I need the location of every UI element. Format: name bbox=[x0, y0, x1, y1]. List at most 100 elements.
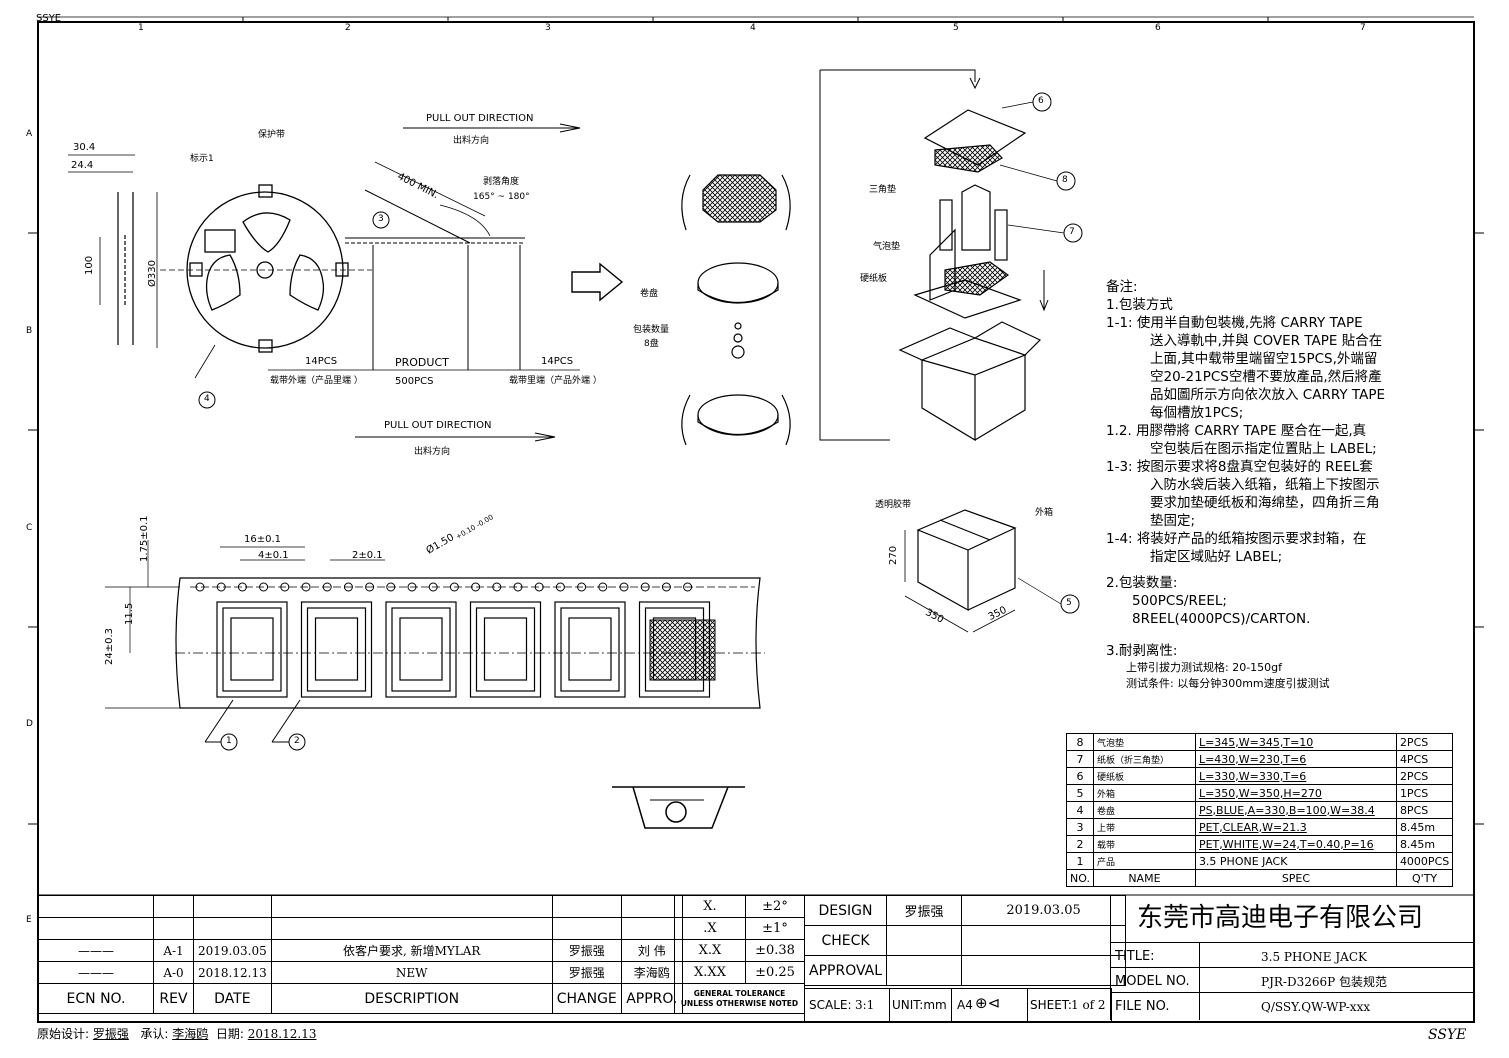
outer-frame bbox=[37, 21, 1475, 1023]
sprocket-hole bbox=[661, 582, 671, 592]
bom-no-cell: 3 bbox=[1066, 818, 1094, 836]
bom-spec-cell: PET,WHITE,W=24,T=0.40,P=16 bbox=[1194, 835, 1397, 853]
rev-header: REV bbox=[153, 983, 194, 1014]
sprocket-hole bbox=[407, 582, 417, 592]
sprocket-hole bbox=[343, 582, 353, 592]
tol-val: ±0.38 bbox=[745, 939, 805, 962]
notes-q2: 8REEL(4000PCS)/CARTON. bbox=[1132, 611, 1311, 627]
bom-qty-cell: 8.45m bbox=[1395, 818, 1454, 836]
tape-pocket bbox=[385, 601, 457, 698]
notes-l4-0: 1-4: 将装好产品的纸箱按图示要求封箱，在 bbox=[1106, 531, 1367, 547]
desc-header: DESCRIPTION bbox=[270, 983, 553, 1014]
dim-30-4: 30.4 bbox=[73, 142, 96, 153]
footer-original-label: 原始设计: bbox=[37, 1027, 90, 1041]
notes-l4-1: 指定区域贴好 LABEL; bbox=[1150, 549, 1283, 565]
notes-s2: 2.包装数量: bbox=[1106, 575, 1178, 591]
dim-330: Ø330 bbox=[147, 260, 158, 287]
bom-spec-cell: 3.5 PHONE JACK bbox=[1194, 852, 1397, 870]
bom-no-cell: 7 bbox=[1066, 750, 1094, 768]
pack-qty-label: 包装数量 bbox=[633, 325, 670, 335]
pull-out-direction-top: PULL OUT DIRECTION bbox=[426, 113, 534, 124]
sprocket-holes bbox=[195, 582, 693, 592]
bom-name-cell: 硬纸板 bbox=[1092, 767, 1196, 785]
corner-label: SSYE bbox=[36, 13, 62, 24]
tri-pad-label: 三角垫 bbox=[869, 185, 897, 195]
check-label: CHECK bbox=[803, 925, 888, 956]
design-label: DESIGN bbox=[803, 895, 888, 926]
projection-icon: ⊕⊲ bbox=[975, 994, 1001, 1012]
peel-angle-label: 剥落角度 bbox=[483, 177, 520, 187]
sprocket-hole bbox=[216, 582, 226, 592]
tape-pocket bbox=[554, 601, 626, 698]
callout-1: 1 bbox=[226, 736, 232, 746]
scale-row: SCALE: 3:1 UNIT:mm A4 ⊕⊲ SHEET: 1 of 2 bbox=[804, 988, 1112, 1022]
bom-no-cell: 1 bbox=[1066, 852, 1094, 870]
dim-100: 100 bbox=[84, 255, 95, 275]
notes-l1-5: 每個槽放1PCS; bbox=[1150, 405, 1244, 421]
tol-val: ±0.25 bbox=[745, 961, 805, 984]
pcs-left: 14PCS bbox=[305, 356, 338, 367]
grid-row-d: D bbox=[26, 719, 33, 729]
bom-spec-cell: L=330,W=330,T=6 bbox=[1194, 767, 1397, 785]
bom-spec-cell: L=430,W=230,T=6 bbox=[1194, 750, 1397, 768]
bottom-right-mark: SSYE bbox=[1428, 1027, 1467, 1043]
date-header: DATE bbox=[193, 983, 272, 1014]
notes-l3-3: 垫固定; bbox=[1150, 513, 1196, 529]
product-label: PRODUCT bbox=[395, 356, 449, 369]
outer-box-label: 外箱 bbox=[1035, 508, 1054, 518]
bom-header-spec: SPEC bbox=[1194, 869, 1397, 887]
ecn-header: ECN NO. bbox=[38, 983, 154, 1014]
sprocket-hole bbox=[513, 582, 523, 592]
revision-header: ECN NO. REV DATE DESCRIPTION CHANGE APPR… bbox=[38, 983, 683, 1014]
cardboard-label: 硬纸板 bbox=[860, 274, 888, 284]
bom-qty-cell: 4000PCS bbox=[1395, 852, 1454, 870]
bom-qty-cell: 8PCS bbox=[1395, 801, 1454, 819]
sheet-label: SHEET: bbox=[1030, 998, 1072, 1012]
dim-270: 270 bbox=[888, 545, 899, 565]
bom-header-no: NO. bbox=[1066, 869, 1094, 887]
bom-qty-cell: 2PCS bbox=[1395, 767, 1454, 785]
dim-4: 4±0.1 bbox=[258, 550, 289, 561]
bom-name-cell: 气泡垫 bbox=[1092, 733, 1196, 751]
desc-cell: 依客户要求, 新增MYLAR bbox=[270, 939, 553, 962]
bom-spec-cell: L=345,W=345,T=10 bbox=[1194, 733, 1397, 751]
qty-500: 500PCS bbox=[395, 376, 434, 387]
notes-p1: 上带引拔力测试规格: 20-150gf bbox=[1126, 661, 1283, 674]
grid-col-2: 2 bbox=[345, 23, 351, 33]
grid-row-c: C bbox=[26, 523, 33, 533]
grid-row-b: B bbox=[26, 326, 33, 336]
tape-section-view bbox=[612, 786, 745, 829]
reel-side-view bbox=[68, 154, 135, 345]
callout-8: 8 bbox=[1062, 175, 1068, 185]
notes-s1: 1.包装方式 bbox=[1106, 297, 1173, 313]
designer-name: 罗振强 bbox=[886, 895, 963, 926]
ecn-cell: ——— bbox=[38, 961, 154, 984]
notes-head: 备注: bbox=[1106, 279, 1138, 295]
callout-5: 5 bbox=[1066, 598, 1072, 608]
sprocket-hole bbox=[237, 582, 247, 592]
bom-no-cell: 2 bbox=[1066, 835, 1094, 853]
pack-qty-value: 8盘 bbox=[644, 339, 659, 349]
approval-table: DESIGN 罗振强 2019.03.05 CHECK APPROVAL bbox=[803, 895, 1127, 986]
notes-l1-4: 品如圖所示方向依次放入 CARRY TAPE bbox=[1150, 387, 1385, 403]
title-block: 东莞市高迪电子有限公司 TITLE: 3.5 PHONE JACK MODEL … bbox=[1110, 895, 1474, 1020]
file-value: Q/SSY.QW-WP-xxx bbox=[1261, 1000, 1371, 1014]
bom-no-cell: 8 bbox=[1066, 733, 1094, 751]
bom-no-cell: 4 bbox=[1066, 801, 1094, 819]
tol-val: ±2° bbox=[745, 895, 805, 918]
bom-qty-cell: 2PCS bbox=[1395, 733, 1454, 751]
clear-tape-label: 透明胶带 bbox=[875, 500, 912, 510]
grid-col-7: 7 bbox=[1360, 23, 1366, 33]
tolerance-note-1: GENERAL TOLERANCE bbox=[693, 988, 786, 998]
notes-l2-1: 空包裝后在图示指定位置貼上 LABEL; bbox=[1150, 441, 1377, 457]
rev-cell: A-1 bbox=[153, 939, 194, 962]
tape-pockets bbox=[216, 601, 711, 698]
packing-notes: 备注: 1.包装方式 1-1: 使用半自動包裝機,先將 CARRY TAPE 送… bbox=[1106, 278, 1426, 692]
dim-16: 16±0.1 bbox=[244, 534, 282, 545]
sprocket-hole bbox=[322, 582, 332, 592]
tape-pocket bbox=[469, 601, 542, 698]
scale-label: SCALE: bbox=[809, 998, 852, 1012]
grid-col-4: 4 bbox=[750, 23, 756, 33]
sprocket-hole bbox=[619, 582, 629, 592]
